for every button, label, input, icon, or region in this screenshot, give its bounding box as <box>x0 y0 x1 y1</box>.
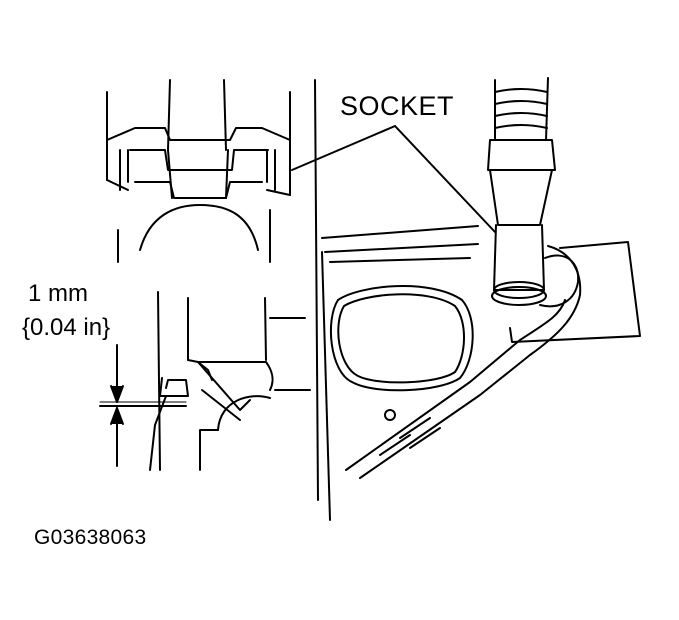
socket-detail <box>106 79 291 263</box>
seal-height-detail <box>99 291 311 471</box>
gap-metric-label: 1 mm <box>28 280 88 307</box>
panel-divider <box>314 79 319 501</box>
gap-imperial-label: {0.04 in} <box>22 314 111 341</box>
socket-label: SOCKET <box>340 91 455 121</box>
installation-view <box>321 77 641 521</box>
leader-lines <box>291 125 496 233</box>
figure-code: G03638063 <box>34 526 147 549</box>
